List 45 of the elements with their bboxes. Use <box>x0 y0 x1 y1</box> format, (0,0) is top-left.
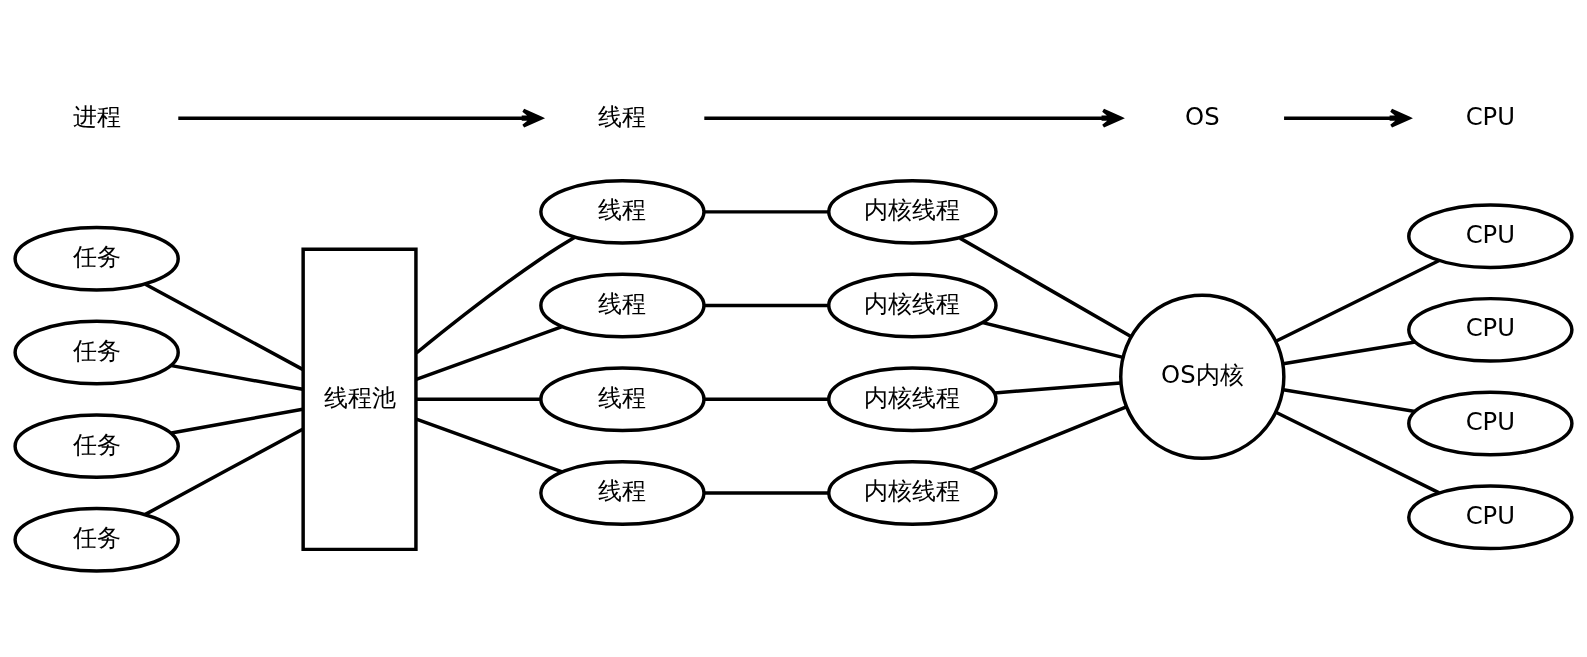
node-ellipse: 任务 <box>13 412 180 479</box>
connector <box>704 303 829 307</box>
node-ellipse: 线程 <box>539 459 706 526</box>
node-ellipse: CPU <box>1407 390 1574 457</box>
node-ellipse: 任务 <box>13 318 180 385</box>
node-ellipse: 内核线程 <box>827 459 998 526</box>
connector <box>969 404 1127 472</box>
node-box: 线程池 <box>301 246 418 551</box>
connector <box>1275 410 1440 494</box>
connector <box>171 363 303 391</box>
connector <box>171 407 303 435</box>
arrow <box>704 108 1123 128</box>
node-ellipse: 任务 <box>13 506 180 573</box>
connector <box>994 380 1121 395</box>
connector <box>1283 387 1416 413</box>
connector <box>982 320 1124 359</box>
node-ellipse: 任务 <box>13 225 180 292</box>
connector <box>704 209 829 214</box>
node-ellipse: 内核线程 <box>827 178 998 245</box>
node-ellipse: CPU <box>1407 202 1574 269</box>
arrow <box>1284 108 1411 128</box>
connector <box>144 426 304 516</box>
connector <box>416 397 541 401</box>
node-ellipse: 线程 <box>539 272 706 339</box>
connector <box>144 282 304 371</box>
connector <box>415 235 576 354</box>
connector <box>1283 339 1416 365</box>
node-ellipse: 内核线程 <box>827 365 998 432</box>
node-text: 线程 <box>598 101 647 131</box>
connector <box>704 397 829 401</box>
connector <box>1275 258 1440 343</box>
connector <box>415 324 563 381</box>
connector <box>704 490 829 495</box>
node-text: 进程 <box>72 101 121 131</box>
connector <box>959 236 1132 338</box>
node-text: CPU <box>1465 101 1516 131</box>
arrow <box>178 108 543 128</box>
node-ellipse: 线程 <box>539 365 706 432</box>
node-ellipse: 内核线程 <box>827 272 998 339</box>
node-circle: OS内核 <box>1119 292 1286 460</box>
node-ellipse: 线程 <box>539 178 706 245</box>
node-ellipse: CPU <box>1407 483 1574 550</box>
node-text: OS <box>1185 101 1220 131</box>
node-ellipse: CPU <box>1407 296 1574 363</box>
connector <box>415 417 563 473</box>
